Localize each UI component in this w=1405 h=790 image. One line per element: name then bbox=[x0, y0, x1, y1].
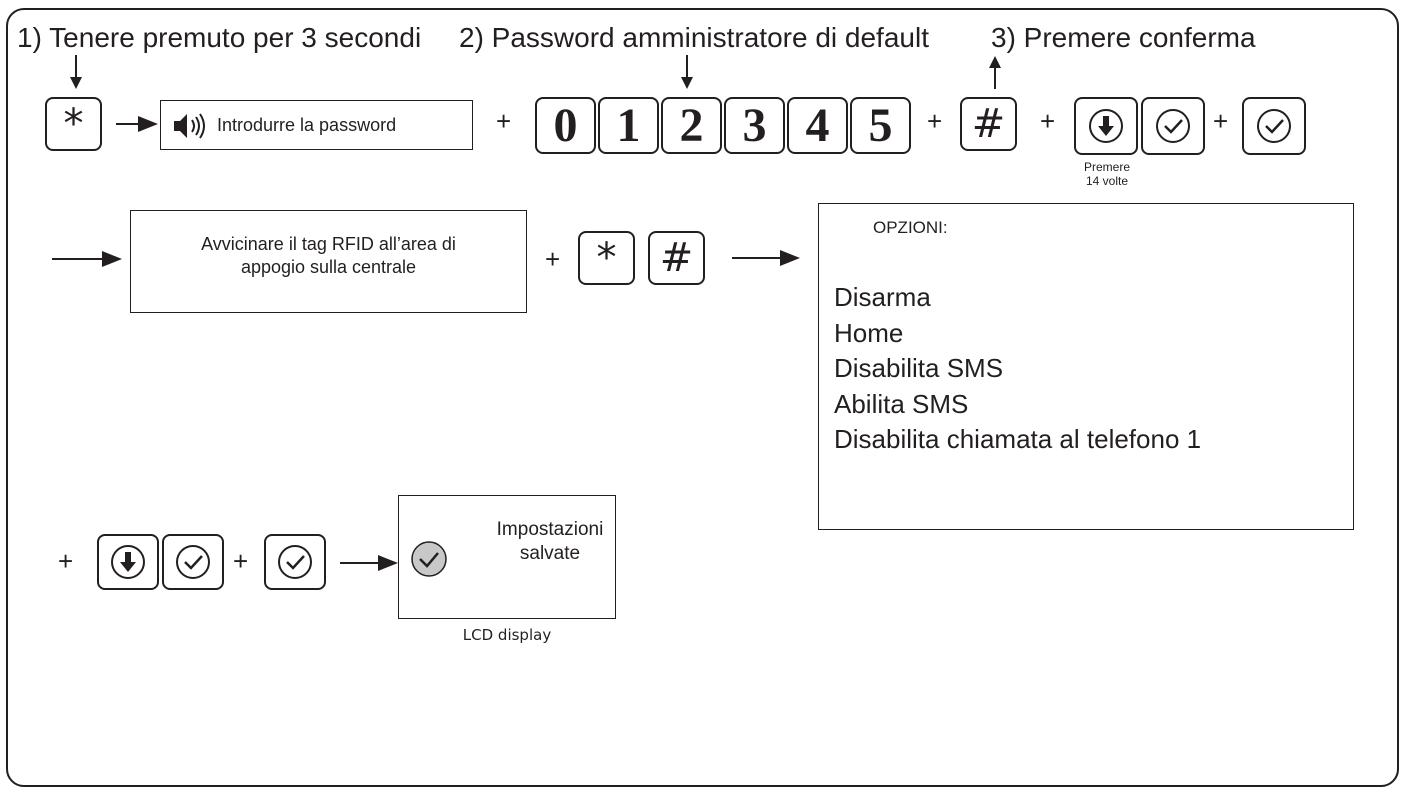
plus-sign: + bbox=[58, 546, 74, 576]
confirm-key[interactable] bbox=[1141, 97, 1205, 155]
arrow-right-icon bbox=[116, 116, 158, 132]
plus-sign: + bbox=[496, 106, 512, 136]
press-count-note-line2: 14 volte bbox=[1085, 174, 1129, 188]
password-prompt-text: Introdurre la password bbox=[217, 115, 397, 135]
digit-key-5[interactable]: 5 bbox=[850, 97, 911, 154]
digit-key-4[interactable]: 4 bbox=[787, 97, 848, 154]
step-2-label: 2) Password amministratore di default bbox=[459, 22, 929, 53]
confirm-key[interactable] bbox=[264, 534, 326, 590]
confirm-key[interactable] bbox=[162, 534, 224, 590]
plus-sign: + bbox=[233, 546, 249, 576]
star-key[interactable]: * bbox=[45, 97, 102, 151]
check-icon bbox=[278, 545, 312, 579]
arrow-right-icon bbox=[732, 250, 800, 266]
option-item: Abilita SMS bbox=[834, 388, 969, 419]
rfid-instruction-line2: appogio sulla centrale bbox=[240, 257, 417, 277]
password-prompt-box: Introdurre la password bbox=[160, 100, 473, 150]
check-circle-icon bbox=[411, 541, 447, 577]
lcd-message-line2: salvate bbox=[519, 543, 581, 564]
check-icon bbox=[1156, 109, 1190, 143]
digit-key-0[interactable]: 0 bbox=[535, 97, 596, 154]
arrow-up-icon bbox=[989, 56, 1001, 89]
options-title: OPZIONI: bbox=[873, 218, 948, 237]
option-item: Disabilita chiamata al telefono 1 bbox=[834, 424, 1202, 454]
check-icon bbox=[1257, 109, 1291, 143]
plus-sign: + bbox=[545, 244, 561, 274]
digit-key-label: 3 bbox=[742, 99, 767, 152]
digit-key-label: 2 bbox=[679, 99, 704, 152]
lcd-message-line1: Impostazioni bbox=[496, 519, 604, 540]
digit-key-label: 0 bbox=[553, 99, 578, 152]
arrow-down-icon bbox=[70, 55, 82, 89]
star-key-label: * bbox=[596, 235, 617, 281]
digit-key-label: 1 bbox=[616, 99, 641, 152]
digit-key-3[interactable]: 3 bbox=[724, 97, 785, 154]
press-count-note-line1: Premere bbox=[1083, 160, 1130, 174]
plus-sign: + bbox=[1040, 106, 1056, 136]
star-key[interactable]: * bbox=[578, 231, 635, 285]
options-display: OPZIONI: Disarma Home Disabilita SMS Abi… bbox=[818, 203, 1354, 530]
arrow-down-icon bbox=[111, 545, 145, 579]
lcd-caption: LCD display bbox=[462, 626, 552, 644]
hash-key[interactable]: # bbox=[960, 97, 1017, 151]
digit-key-label: 4 bbox=[805, 99, 830, 152]
options-list: Disarma Home Disabilita SMS Abilita SMS … bbox=[834, 280, 1201, 458]
rfid-instruction-line1: Avvicinare il tag RFID all’area di bbox=[201, 234, 456, 254]
lcd-display: Impostazioni salvate bbox=[398, 495, 616, 619]
hash-key-label: # bbox=[659, 235, 694, 281]
plus-sign: + bbox=[1213, 106, 1229, 136]
rfid-instruction-box: Avvicinare il tag RFID all’area di appog… bbox=[130, 210, 527, 313]
arrow-right-icon bbox=[52, 251, 122, 267]
digit-key-2[interactable]: 2 bbox=[661, 97, 722, 154]
option-item: Disabilita SMS bbox=[834, 353, 1004, 383]
star-key-label: * bbox=[63, 101, 84, 147]
arrow-down-icon bbox=[681, 55, 693, 89]
plus-sign: + bbox=[927, 106, 943, 136]
diagram-frame bbox=[6, 8, 1399, 787]
arrow-right-icon bbox=[340, 555, 398, 571]
step-3-label: 3) Premere conferma bbox=[991, 22, 1256, 53]
step-1-label: 1) Tenere premuto per 3 secondi bbox=[17, 22, 422, 53]
speaker-icon bbox=[174, 113, 205, 139]
hash-key-label: # bbox=[971, 101, 1006, 147]
check-icon bbox=[176, 545, 210, 579]
down-key[interactable] bbox=[97, 534, 159, 590]
confirm-key[interactable] bbox=[1242, 97, 1306, 155]
down-key[interactable] bbox=[1074, 97, 1138, 155]
option-item: Disarma bbox=[834, 282, 931, 312]
option-item: Home bbox=[834, 317, 904, 348]
digit-key-1[interactable]: 1 bbox=[598, 97, 659, 154]
hash-key[interactable]: # bbox=[648, 231, 705, 285]
digit-key-label: 5 bbox=[868, 99, 893, 152]
arrow-down-icon bbox=[1089, 109, 1123, 143]
